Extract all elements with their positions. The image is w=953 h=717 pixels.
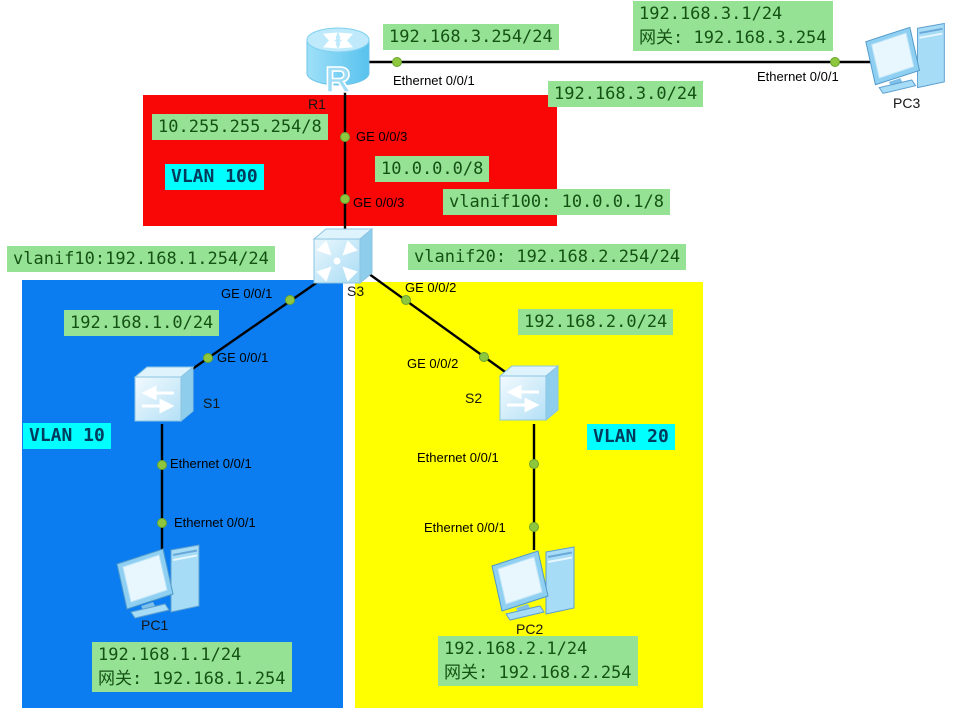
pc3-ip-label: 192.168.3.1/24 网关: 192.168.3.254: [633, 1, 833, 51]
pc1-eth-port-label: Ethernet 0/0/1: [174, 515, 256, 530]
port-dot-pc1-eth: [157, 518, 167, 528]
s2-ge002-port-label: GE 0/0/2: [407, 356, 459, 371]
s3-label: S3: [347, 283, 365, 299]
r1-loopback-label: 10.255.255.254/8: [152, 114, 328, 140]
r1-eth-port-label: Ethernet 0/0/1: [393, 73, 475, 88]
s3-ge002-port-label: GE 0/0/2: [405, 280, 457, 295]
router-arrows-icon: [322, 32, 354, 49]
vlanif20-label: vlanif20: 192.168.2.254/24: [408, 244, 687, 270]
s1-eth-port-label: Ethernet 0/0/1: [170, 456, 252, 471]
s2-label: S2: [465, 390, 483, 406]
net100-label: 10.0.0.0/8: [375, 156, 490, 182]
vlanif100-label: vlanif100: 10.0.0.1/8: [443, 189, 670, 215]
switch-s1-icon[interactable]: [131, 363, 197, 430]
switch-arrows-icon: [141, 385, 175, 414]
vlan100-tag: VLAN 100: [165, 164, 264, 190]
pc3-gateway: 网关: 192.168.3.254: [639, 28, 827, 48]
pc1-icon[interactable]: [113, 540, 207, 625]
r1-label: R1: [308, 96, 326, 112]
pc3-icon[interactable]: [862, 14, 952, 105]
l3-switch-hub-dot: [333, 257, 341, 265]
s2-eth-port-label: Ethernet 0/0/1: [417, 450, 499, 465]
router-r1-icon[interactable]: R: [303, 25, 373, 101]
port-dot-s3-ge003: [340, 194, 350, 204]
pc2-ip: 192.168.2.1/24: [444, 639, 588, 659]
vlan20-tag: VLAN 20: [587, 424, 675, 450]
port-dot-s3-ge002: [401, 295, 411, 305]
port-dot-s1-eth: [157, 460, 167, 470]
pc2-icon[interactable]: [488, 542, 582, 627]
pc2-eth-port-label: Ethernet 0/0/1: [424, 520, 506, 535]
s3-ge001-port-label: GE 0/0/1: [221, 286, 273, 301]
switch-arrows-icon: [506, 384, 540, 413]
pc1-label: PC1: [141, 617, 169, 633]
s1-ge001-port-label: GE 0/0/1: [217, 350, 269, 365]
vlan10-region: [22, 280, 343, 708]
pc3-eth-port-label: Ethernet 0/0/1: [757, 69, 839, 84]
port-dot-r1-ge003: [340, 132, 350, 142]
port-dot-s2-ge002: [479, 352, 489, 362]
r1-eth-ip-label: 192.168.3.254/24: [383, 24, 559, 50]
router-glyph: R: [325, 59, 351, 95]
pc1-gateway: 网关: 192.168.1.254: [98, 669, 286, 689]
s3-ge003-port-label: GE 0/0/3: [353, 195, 405, 210]
port-dot-s3-ge001: [285, 295, 295, 305]
port-dot-s2-eth: [529, 459, 539, 469]
pc2-ip-label: 192.168.2.1/24 网关: 192.168.2.254: [438, 636, 638, 686]
pc2-gateway: 网关: 192.168.2.254: [444, 663, 632, 683]
pc1-ip: 192.168.1.1/24: [98, 645, 242, 665]
pc3-label: PC3: [893, 95, 921, 111]
port-dot-pc3-eth: [830, 57, 840, 67]
port-dot-pc2-eth: [529, 522, 539, 532]
pc1-ip-label: 192.168.1.1/24 网关: 192.168.1.254: [92, 642, 292, 692]
l3-switch-arrows-icon: [316, 240, 358, 282]
switch-s2-icon[interactable]: [496, 362, 562, 429]
s1-label: S1: [203, 395, 221, 411]
r1-ge003-port-label: GE 0/0/3: [356, 129, 408, 144]
vlan10-tag: VLAN 10: [23, 423, 111, 449]
net2-label: 192.168.2.0/24: [518, 309, 674, 335]
port-dot-r1-eth: [392, 57, 402, 67]
pc3-ip: 192.168.3.1/24: [639, 4, 783, 24]
vlanif10-label: vlanif10:192.168.1.254/24: [7, 246, 275, 272]
switch-s3-icon[interactable]: [310, 226, 376, 291]
net1-label: 192.168.1.0/24: [64, 310, 220, 336]
port-dot-s1-ge001: [203, 353, 213, 363]
pc2-label: PC2: [516, 621, 544, 637]
net3-label: 192.168.3.0/24: [548, 81, 704, 107]
